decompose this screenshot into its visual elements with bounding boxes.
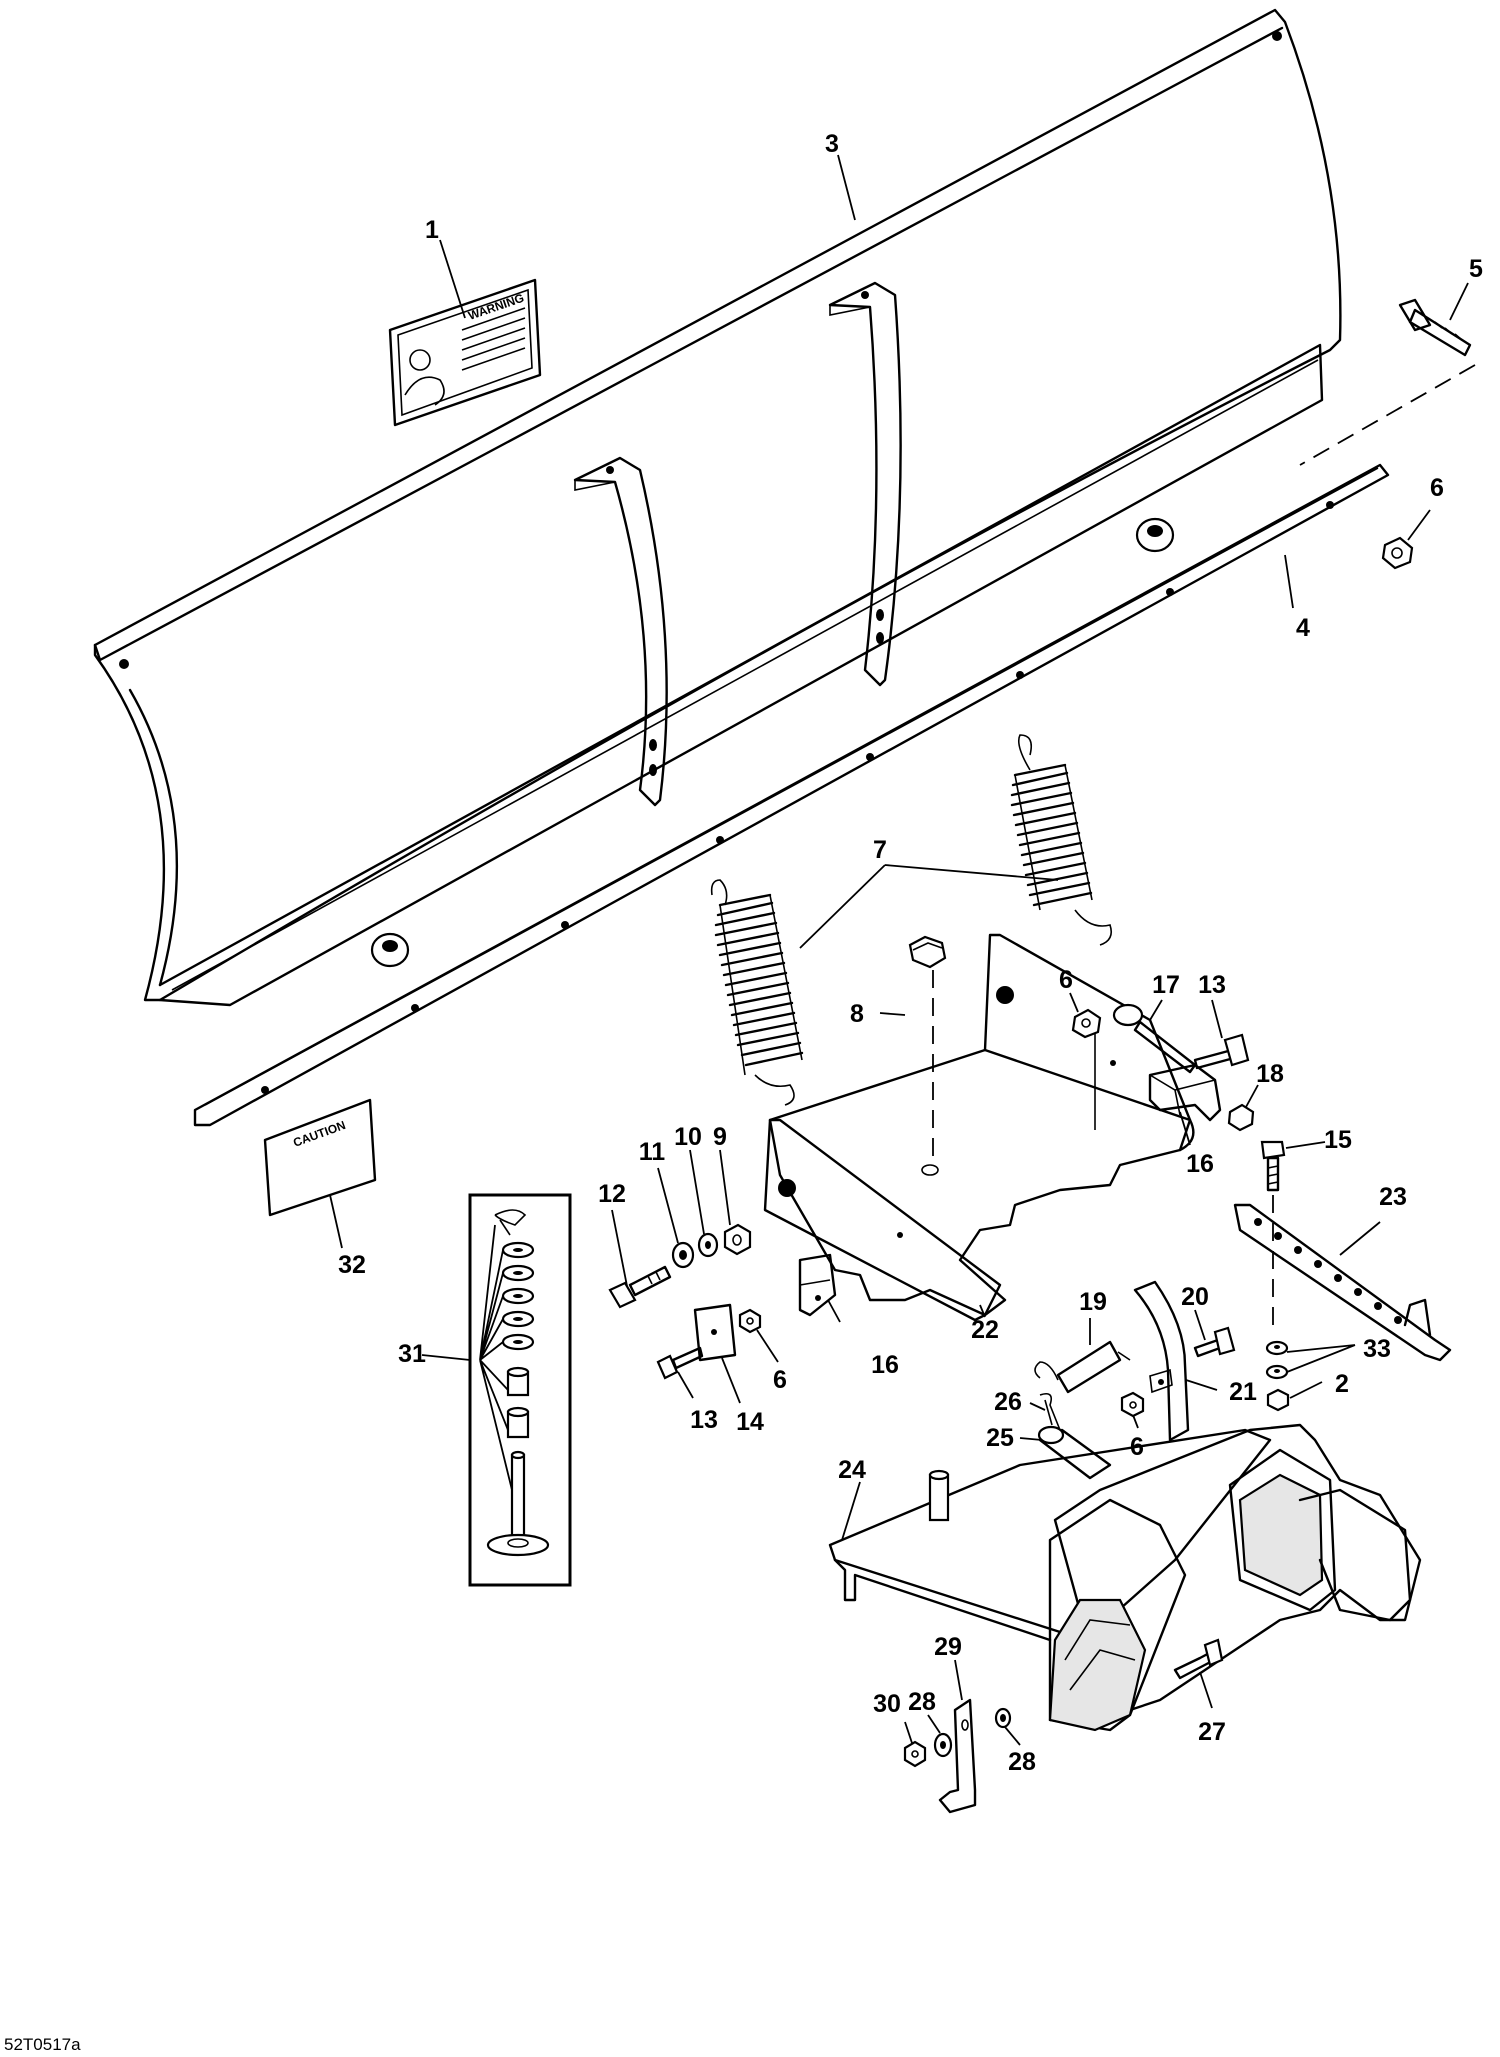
cotter-pin: [1039, 1392, 1061, 1431]
washer-28-left: [933, 1732, 953, 1758]
extension-spring-left: [710, 879, 804, 1106]
callout-1: 1: [425, 216, 439, 244]
bracket-upper: [1148, 1063, 1222, 1122]
callout-3: 3: [825, 130, 839, 158]
mounting-plate: [763, 933, 1195, 1322]
flange-bolt-lower: [656, 1346, 704, 1380]
callout-24: 24: [838, 1456, 866, 1484]
hex-nut-9: [723, 1223, 752, 1256]
callout-22: 22: [971, 1316, 999, 1344]
flange-nut-upper: [1071, 1008, 1102, 1039]
callout-28-left: 28: [908, 1688, 936, 1716]
callout-9: 9: [713, 1123, 727, 1151]
hex-bolt-vertical: [1260, 1140, 1286, 1192]
callout-6-left: 6: [773, 1366, 787, 1394]
pivot-spring: [1034, 1340, 1131, 1394]
cutting-edge: [193, 463, 1390, 1127]
bracket-l: [938, 1698, 977, 1814]
flange-bolt-20: [1193, 1326, 1236, 1358]
pivot-pin: [1037, 1425, 1112, 1480]
flange-nut: [1381, 536, 1414, 570]
callout-10: 10: [674, 1123, 702, 1151]
washer-28-right: [994, 1707, 1012, 1729]
caution-decal-header: CAUTION: [291, 1118, 347, 1150]
carriage-bolt: [1398, 298, 1472, 357]
figure-code: 52T0517a: [4, 2035, 81, 2054]
callout-27: 27: [1198, 1718, 1226, 1746]
callout-16-lower: 16: [871, 1351, 899, 1379]
callout-26: 26: [994, 1388, 1022, 1416]
backing-plate: [693, 1303, 737, 1362]
hex-nut-bottom: [1266, 1388, 1290, 1412]
callout-33: 33: [1363, 1335, 1391, 1363]
flange-bolt-upper: [1193, 1033, 1250, 1070]
callout-6-middle: 6: [1130, 1433, 1144, 1461]
callout-13-upper: 13: [1198, 971, 1226, 999]
callout-14: 14: [736, 1408, 764, 1436]
leader-lines: [329, 154, 1469, 1746]
adjustment-bar: [1233, 1203, 1452, 1362]
callout-7: 7: [873, 836, 887, 864]
callout-23: 23: [1379, 1183, 1407, 1211]
callout-18: 18: [1256, 1060, 1284, 1088]
extension-spring-right: [1010, 734, 1113, 946]
flange-nut-30: [903, 1740, 927, 1768]
callout-16-upper: 16: [1186, 1150, 1214, 1178]
flange-nut-left: [738, 1308, 762, 1334]
hex-bolt-12: [608, 1265, 672, 1309]
flange-bolt-27: [1173, 1638, 1224, 1680]
eye-bolt: [1112, 1003, 1197, 1074]
callout-6-edge: 6: [1430, 474, 1444, 502]
callout-31: 31: [398, 1340, 426, 1368]
callout-labels: 1 2 3 4 5 6 6 6 6 7 8 9 10 11 12 13 13 1…: [338, 130, 1483, 1776]
callout-30: 30: [873, 1690, 901, 1718]
latch-bracket: [1133, 1280, 1190, 1442]
callout-4: 4: [1296, 614, 1310, 642]
callout-8: 8: [850, 1000, 864, 1028]
callout-25: 25: [986, 1424, 1014, 1452]
callout-13-lower: 13: [690, 1406, 718, 1434]
hex-nut: [908, 935, 947, 969]
callout-20: 20: [1181, 1283, 1209, 1311]
hex-nut-small: [1227, 1103, 1255, 1132]
hardware-kit-box: [468, 1193, 572, 1587]
flat-washer-10: [697, 1232, 719, 1258]
washers-right: [1265, 1340, 1289, 1380]
callout-19: 19: [1079, 1288, 1107, 1316]
blade: [93, 8, 1342, 1007]
flange-nut-middle: [1120, 1391, 1145, 1418]
bracket-lower: [798, 1253, 837, 1317]
callout-28-right: 28: [1008, 1748, 1036, 1776]
callout-6-upper: 6: [1059, 966, 1073, 994]
mount-frame: [828, 1423, 1422, 1732]
callout-21: 21: [1229, 1378, 1257, 1406]
callout-5: 5: [1469, 255, 1483, 283]
callout-29: 29: [934, 1633, 962, 1661]
callout-11: 11: [639, 1138, 666, 1166]
callout-32: 32: [338, 1251, 366, 1279]
callout-12: 12: [598, 1180, 626, 1208]
callout-2: 2: [1335, 1370, 1349, 1398]
caution-decal: CAUTION: [263, 1098, 377, 1217]
callout-15: 15: [1324, 1126, 1352, 1154]
lock-washer-11: [671, 1241, 695, 1269]
warning-decal: WARNING: [388, 278, 542, 427]
callout-17: 17: [1152, 971, 1180, 999]
